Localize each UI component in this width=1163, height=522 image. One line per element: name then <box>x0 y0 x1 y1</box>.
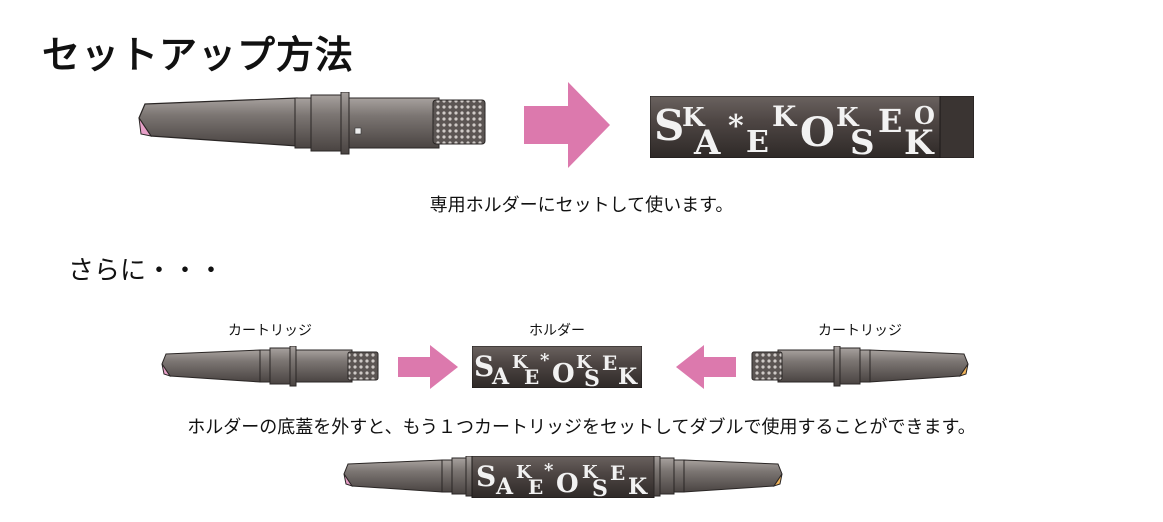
arrow-right-icon <box>398 345 458 389</box>
cartridge-label-left: カートリッジ <box>228 323 312 339</box>
setup-caption: 専用ホルダーにセットして使います。 <box>429 195 734 216</box>
svg-text:A: A <box>693 123 721 158</box>
svg-text:E: E <box>524 365 539 388</box>
svg-text:S: S <box>654 101 684 150</box>
svg-text:K: K <box>512 352 529 373</box>
svg-text:*: * <box>728 109 744 144</box>
svg-text:K: K <box>682 103 706 133</box>
svg-text:E: E <box>746 125 769 158</box>
svg-text:E: E <box>528 475 543 498</box>
svg-text:K: K <box>772 100 798 133</box>
holder-small-image: S A K E * O K S E K <box>472 346 642 388</box>
svg-text:O: O <box>552 359 575 388</box>
svg-text:S: S <box>474 350 494 383</box>
svg-text:S: S <box>584 366 600 388</box>
section-heading: さらに・・・ <box>68 256 225 286</box>
cartridge-right-image <box>751 346 969 387</box>
svg-text:E: E <box>878 102 902 140</box>
svg-text:*: * <box>540 350 550 371</box>
svg-text:K: K <box>618 364 638 388</box>
svg-text:K: K <box>628 474 648 498</box>
svg-text:*: * <box>544 460 554 481</box>
svg-text:A: A <box>491 364 510 388</box>
svg-text:A: A <box>495 474 514 498</box>
holder-label: ホルダー <box>529 323 585 339</box>
svg-text:E: E <box>610 461 625 485</box>
svg-text:K: K <box>904 123 935 158</box>
svg-text:S: S <box>592 476 608 498</box>
svg-text:O: O <box>556 469 579 498</box>
arrow-left-icon <box>676 345 736 389</box>
svg-text:K: K <box>836 103 860 133</box>
svg-text:O: O <box>800 109 835 156</box>
svg-text:K: K <box>576 352 593 373</box>
svg-text:K: K <box>582 462 599 483</box>
svg-text:S: S <box>850 123 875 158</box>
arrow-right-icon <box>524 82 610 168</box>
svg-text:S: S <box>476 460 496 493</box>
page-title: セットアップ方法 <box>42 33 355 77</box>
svg-text:K: K <box>516 462 533 483</box>
double-use-caption: ホルダーの底蓋を外すと、もう１つカートリッジをセットしてダブルで使用することがで… <box>187 417 976 438</box>
svg-text:O: O <box>914 101 935 130</box>
cartridge-label-right: カートリッジ <box>818 323 902 339</box>
cartridge-left-image <box>161 346 379 387</box>
double-cartridge-assembly-image: S A K E * O K S E K <box>343 456 783 498</box>
holder-large-image: S K A * E K O K S E K O <box>650 96 974 158</box>
cartridge-large-image <box>138 92 486 155</box>
svg-text:E: E <box>602 351 617 375</box>
